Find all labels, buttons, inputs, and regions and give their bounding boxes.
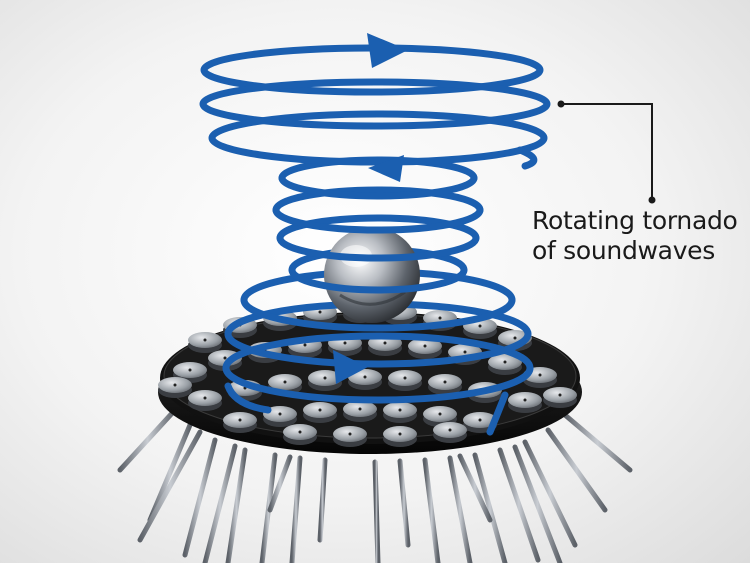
rotation-arrows [333, 33, 408, 384]
spiral-loop-back [222, 332, 534, 372]
annotation-line-1: Rotating tornado [532, 206, 738, 235]
lower-soundwave-spiral-front [222, 174, 534, 436]
transducer-disc [388, 370, 422, 391]
spiral-loop-back [272, 186, 484, 214]
rod [182, 437, 218, 558]
rod [422, 457, 441, 563]
spiral-loop [208, 110, 548, 166]
rod [522, 439, 578, 548]
spiral-loop-front [222, 364, 534, 404]
rod [472, 452, 508, 563]
spiral-loop-front [224, 330, 532, 368]
rod [562, 412, 633, 473]
transducer-disc [408, 338, 442, 359]
transducer-disc [158, 377, 192, 398]
transducer-disc [308, 370, 342, 391]
rod [545, 427, 608, 513]
transducer-disc [433, 422, 467, 443]
rod [512, 444, 563, 563]
transducer-disc [188, 332, 222, 353]
annotation-label: Rotating tornado of soundwaves [532, 206, 738, 266]
middle-arrowhead-icon [368, 155, 404, 182]
rod [137, 429, 203, 543]
spiral-loop-front [272, 206, 484, 234]
rod [397, 458, 411, 548]
spiral-loop-front [278, 174, 478, 200]
annotation-leader-line [557, 100, 656, 204]
rod [267, 454, 293, 513]
spiral-lower-tail [224, 382, 272, 414]
spiral-lower-tail-right [486, 391, 509, 436]
rod [457, 453, 493, 523]
upper-soundwave-spiral [199, 44, 551, 170]
transducer-disc [223, 412, 257, 433]
top-arrowhead-icon [367, 33, 408, 68]
spiral-loop [199, 78, 551, 130]
transducer-disc [188, 390, 222, 411]
transducer-disc [508, 392, 542, 413]
spiral-loop-front [288, 266, 468, 294]
transducer-disc [488, 354, 522, 375]
transducer-disc [283, 424, 317, 445]
transducer-disc [333, 426, 367, 447]
annotation-line-2: of soundwaves [532, 236, 715, 265]
transducer-disc [543, 387, 577, 408]
transducer-disc [383, 402, 417, 423]
rod [289, 455, 303, 563]
transducer-disc [523, 367, 557, 388]
rod [225, 447, 248, 563]
transducer-disc [383, 426, 417, 447]
rod [202, 443, 238, 563]
rod [447, 455, 473, 563]
levitating-sphere [324, 227, 420, 323]
rod [117, 407, 178, 473]
spiral-loop-front [276, 234, 480, 262]
rod [147, 422, 193, 523]
transducer-rods [117, 407, 633, 563]
transducer-disc [428, 374, 462, 395]
spiral-loop [200, 44, 544, 96]
spiral-loop-back [276, 214, 480, 242]
lower-arrowhead-icon [333, 350, 368, 384]
spiral-loop-front [240, 296, 516, 332]
spiral-tail [516, 146, 538, 170]
rod [372, 459, 381, 563]
rod [497, 447, 541, 563]
rod [317, 457, 328, 543]
transducer-disc [303, 402, 337, 423]
transducer-disc [343, 401, 377, 422]
